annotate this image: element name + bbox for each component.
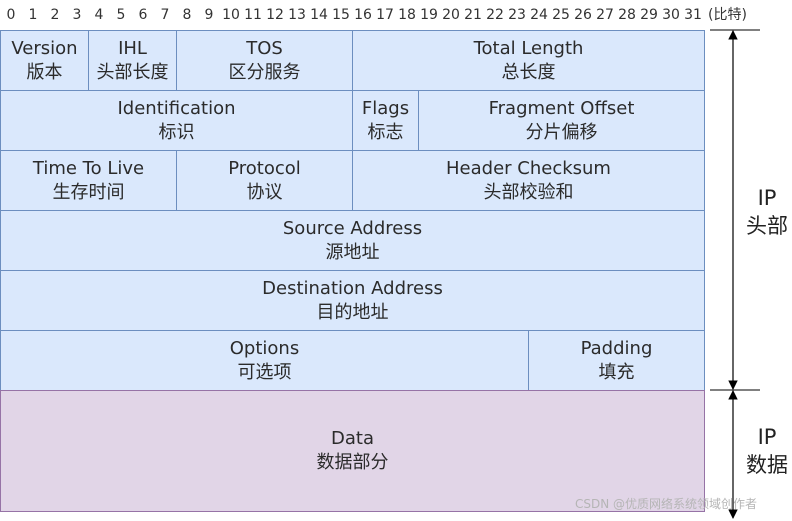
field-source-address-en: Source Address xyxy=(282,217,423,239)
field-version-zh: 版本 xyxy=(26,61,63,83)
bit-number: 9 xyxy=(204,7,214,23)
data-field-zh: 数据部分 xyxy=(316,452,389,473)
field-padding-zh: 填充 xyxy=(598,361,635,383)
bit-number: 5 xyxy=(116,7,126,23)
field-tos-zh: 区分服务 xyxy=(228,61,301,83)
ip-header-label: IP 头部 xyxy=(738,184,792,240)
field-fragment-offset-en: Fragment Offset xyxy=(488,97,635,119)
bit-number: 7 xyxy=(160,7,170,23)
bit-number: 18 xyxy=(398,7,416,23)
bit-number: 6 xyxy=(138,7,148,23)
ip-data-label-line1: IP xyxy=(757,425,777,449)
bit-number: 28 xyxy=(618,7,636,23)
bit-number: 20 xyxy=(442,7,460,23)
bit-number: 14 xyxy=(310,7,328,23)
bit-number: 26 xyxy=(574,7,592,23)
field-ttl-zh: 生存时间 xyxy=(52,181,125,203)
field-options-zh: 可选项 xyxy=(237,361,292,383)
bit-number: 15 xyxy=(332,7,350,23)
field-ttl-en: Time To Live xyxy=(32,157,145,179)
field-tos-en: TOS xyxy=(246,37,283,59)
bit-number: 4 xyxy=(94,7,104,23)
field-header-checksum-zh: 头部校验和 xyxy=(483,181,574,203)
field-destination-address-en: Destination Address xyxy=(262,277,443,299)
field-total-length-en: Total Length xyxy=(473,37,584,59)
bit-number: 29 xyxy=(640,7,658,23)
bit-number: 31 xyxy=(684,7,702,23)
bit-number: 25 xyxy=(552,7,570,23)
field-total-length-zh: 总长度 xyxy=(501,61,556,83)
field-protocol-zh: 协议 xyxy=(246,181,283,203)
bit-unit-label: (比特) xyxy=(708,7,747,23)
bit-number: 27 xyxy=(596,7,614,23)
bit-number: 21 xyxy=(464,7,482,23)
ip-data-label-line2: 数据 xyxy=(746,453,788,477)
bit-number: 16 xyxy=(354,7,372,23)
field-source-address-zh: 源地址 xyxy=(325,241,380,263)
bit-number: 11 xyxy=(244,7,262,23)
field-destination-address-zh: 目的地址 xyxy=(316,301,389,323)
bit-number: 19 xyxy=(420,7,438,23)
field-padding-en: Padding xyxy=(580,337,653,359)
field-ihl-zh: 头部长度 xyxy=(96,61,169,83)
bit-number: 0 xyxy=(6,7,16,23)
bit-number: 3 xyxy=(72,7,82,23)
ip-header-label-line1: IP xyxy=(757,186,777,210)
field-flags-en: Flags xyxy=(361,97,410,119)
field-flags-zh: 标志 xyxy=(367,121,404,143)
bit-number: 22 xyxy=(486,7,504,23)
field-fragment-offset-zh: 分片偏移 xyxy=(525,121,598,143)
bit-number: 24 xyxy=(530,7,548,23)
ip-data-label: IP 数据 xyxy=(738,423,792,479)
field-options-en: Options xyxy=(229,337,300,359)
bit-number: 17 xyxy=(376,7,394,23)
bit-number: 2 xyxy=(50,7,60,23)
field-protocol-en: Protocol xyxy=(228,157,301,179)
data-field: Data 数据部分 xyxy=(0,390,705,512)
field-version-en: Version xyxy=(11,37,78,59)
bit-number: 1 xyxy=(28,7,38,23)
field-identification-zh: 标识 xyxy=(158,121,195,143)
bit-number: 23 xyxy=(508,7,526,23)
bit-number: 30 xyxy=(662,7,680,23)
bit-number: 13 xyxy=(288,7,306,23)
bit-number: 10 xyxy=(222,7,240,23)
watermark: CSDN @优质网络系统领域创作者 xyxy=(575,497,758,511)
ip-header-label-line2: 头部 xyxy=(746,214,788,238)
field-header-checksum-en: Header Checksum xyxy=(446,157,611,179)
data-field-en: Data xyxy=(331,428,374,449)
field-identification-en: Identification xyxy=(117,97,236,119)
bit-number: 12 xyxy=(266,7,284,23)
field-ihl-en: IHL xyxy=(118,37,147,59)
bit-number: 8 xyxy=(182,7,192,23)
